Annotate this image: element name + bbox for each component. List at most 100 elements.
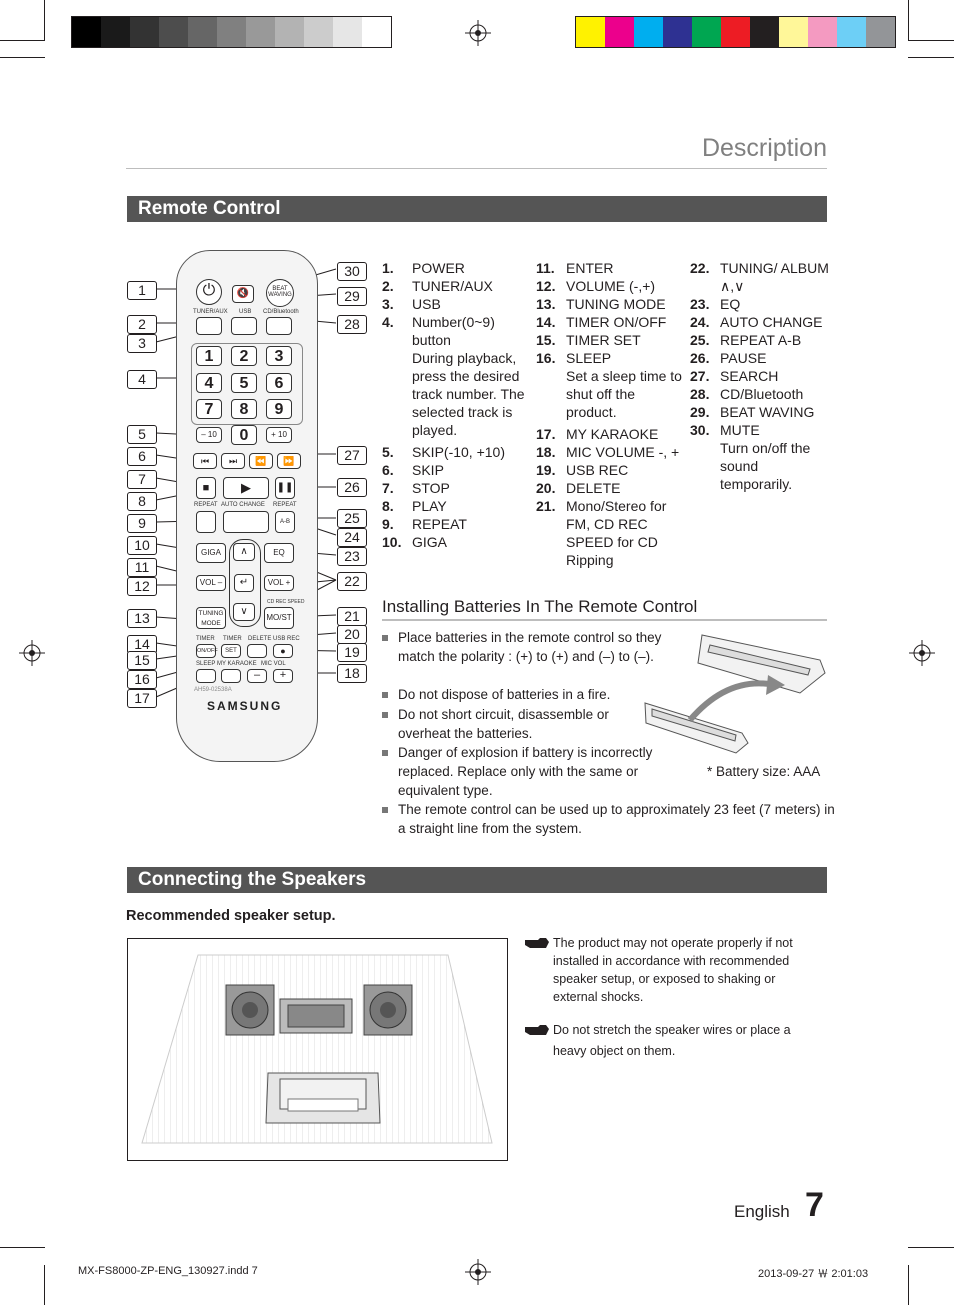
list-item: 9.REPEAT — [382, 515, 527, 533]
color-swatch — [779, 17, 808, 47]
list-item: 17.MY KARAOKE — [536, 425, 684, 443]
callout-number: 5 — [127, 425, 157, 444]
battery-bullet-text: The remote control can be used up to app… — [398, 802, 835, 836]
digit-button[interactable]: 4 — [196, 373, 222, 393]
callout-number: 21 — [337, 607, 367, 626]
tuning-up-button[interactable]: ∧ — [233, 543, 255, 561]
tuning-down-button[interactable]: ∨ — [233, 603, 255, 621]
stop-button[interactable]: ■ — [196, 477, 216, 499]
crop-mark — [0, 40, 45, 41]
digit-button[interactable]: 6 — [266, 373, 292, 393]
enter-button[interactable]: ↵ — [234, 574, 254, 592]
auto-change-label: AUTO CHANGE — [221, 502, 265, 508]
list-item-number: 2. — [382, 278, 394, 294]
samsung-logo: SAMSUNG — [207, 699, 283, 713]
tuner-aux-button[interactable] — [196, 317, 222, 335]
digit-button[interactable]: 0 — [231, 425, 257, 445]
timer-set-button[interactable]: SET — [221, 644, 241, 658]
skip-forward-button[interactable]: ⏭ — [221, 453, 245, 469]
sleep-button[interactable] — [196, 669, 216, 683]
battery-insertion-illustration — [644, 634, 826, 754]
digit-button[interactable]: 3 — [266, 346, 292, 366]
callout-number: 6 — [127, 447, 157, 466]
usb-button[interactable] — [231, 317, 257, 335]
list-item-label: SEARCH — [720, 368, 779, 384]
color-swatch — [721, 17, 750, 47]
digit-button[interactable]: 2 — [231, 346, 257, 366]
mic-vol-minus-button[interactable]: – — [247, 669, 267, 683]
color-swatch — [692, 17, 721, 47]
battery-bullet: The remote control can be used up to app… — [382, 800, 844, 838]
delete-button[interactable] — [247, 644, 267, 658]
digit-button[interactable]: 5 — [231, 373, 257, 393]
search-back-button[interactable]: ⏪ — [249, 453, 273, 469]
list-item-number: 25. — [690, 332, 710, 348]
skip-back-button[interactable]: ⏮ — [193, 453, 217, 469]
callout-number: 16 — [127, 670, 157, 689]
list-item: 2.TUNER/AUX — [382, 277, 527, 295]
list-item: 23.EQ — [690, 295, 830, 313]
list-item-number: 14. — [536, 314, 556, 330]
auto-change-button[interactable] — [223, 511, 269, 533]
battery-bullet-text: Do not short circuit, disassemble or ove… — [398, 707, 609, 741]
my-karaoke-label: MY KARAOKE — [217, 661, 257, 667]
callout-number: 23 — [337, 547, 367, 566]
list-item: 18.MIC VOLUME -, + — [536, 443, 684, 461]
registration-mark-icon — [909, 640, 935, 666]
digit-button[interactable]: 8 — [231, 399, 257, 419]
digit-button[interactable]: 9 — [266, 399, 292, 419]
repeat-button[interactable] — [196, 511, 216, 533]
list-item-number: 11. — [536, 260, 555, 276]
battery-bullet: Do not short circuit, disassemble or ove… — [382, 705, 663, 743]
vol-minus-button[interactable]: VOL – — [196, 575, 226, 591]
usb-rec-label: USB REC — [273, 636, 300, 642]
list-item-label: SKIP — [412, 462, 444, 478]
callout-number: 4 — [127, 370, 157, 389]
eq-button[interactable]: EQ — [264, 543, 294, 563]
mic-vol-label: MIC VOL — [261, 661, 286, 667]
mo-st-button[interactable]: MO/ST — [264, 607, 294, 629]
repeat-ab-button[interactable]: A-B — [275, 511, 295, 533]
play-button[interactable]: ▶ — [223, 477, 269, 499]
list-item-label: REPEAT A-B — [720, 332, 802, 348]
color-swatch — [634, 17, 663, 47]
pause-button[interactable]: ❚❚ — [275, 477, 295, 499]
repeat-label: REPEAT — [194, 502, 218, 508]
my-karaoke-button[interactable] — [221, 669, 241, 683]
cd-bluetooth-button[interactable] — [266, 317, 292, 335]
tuning-mode-button[interactable]: TUNING MODE — [196, 607, 226, 629]
giga-button[interactable]: GIGA — [196, 543, 226, 563]
list-item-label: GIGA — [412, 534, 448, 550]
beat-waving-button[interactable]: BEAT WAVING — [266, 279, 294, 307]
digit-button[interactable]: 1 — [196, 346, 222, 366]
list-item: 11.ENTER — [536, 259, 684, 277]
battery-bullet: Danger of explosion if battery is incorr… — [382, 743, 663, 800]
search-forward-button[interactable]: ⏩ — [277, 453, 301, 469]
minus-10-button[interactable]: – 10 — [196, 427, 222, 443]
list-item-label: MY KARAOKE — [566, 426, 659, 442]
mute-button[interactable]: 🔇 — [232, 285, 254, 303]
plus-10-button[interactable]: + 10 — [266, 427, 292, 443]
vol-plus-button[interactable]: VOL + — [264, 575, 294, 591]
mic-vol-plus-button[interactable]: + — [273, 669, 293, 683]
list-item-label: AUTO CHANGE — [720, 314, 823, 330]
usb-rec-button[interactable]: ● — [273, 644, 293, 658]
recommended-setup-label: Recommended speaker setup. — [126, 908, 336, 924]
timer-on-off-button[interactable]: ON/OFF — [196, 644, 218, 658]
list-item: 28.CD/Bluetooth — [690, 385, 830, 403]
color-swatch — [750, 17, 779, 47]
power-button[interactable]: ⏻ — [196, 279, 222, 305]
list-item-label: SLEEP — [566, 350, 612, 366]
callout-number: 10 — [127, 536, 157, 555]
color-swatch — [576, 17, 605, 47]
color-swatch — [275, 17, 304, 47]
color-bar — [575, 16, 896, 48]
digit-button[interactable]: 7 — [196, 399, 222, 419]
list-item: 15.TIMER SET — [536, 331, 684, 349]
remote-control-illustration: ⏻ 🔇 BEAT WAVING TUNER/AUX USB CD/Bluetoo… — [176, 250, 318, 762]
repeat-ab-label: REPEAT — [273, 502, 297, 508]
list-item-number: 8. — [382, 498, 394, 514]
battery-bullet: Do not dispose of batteries in a fire. — [382, 685, 663, 704]
list-item: 26.PAUSE — [690, 349, 830, 367]
